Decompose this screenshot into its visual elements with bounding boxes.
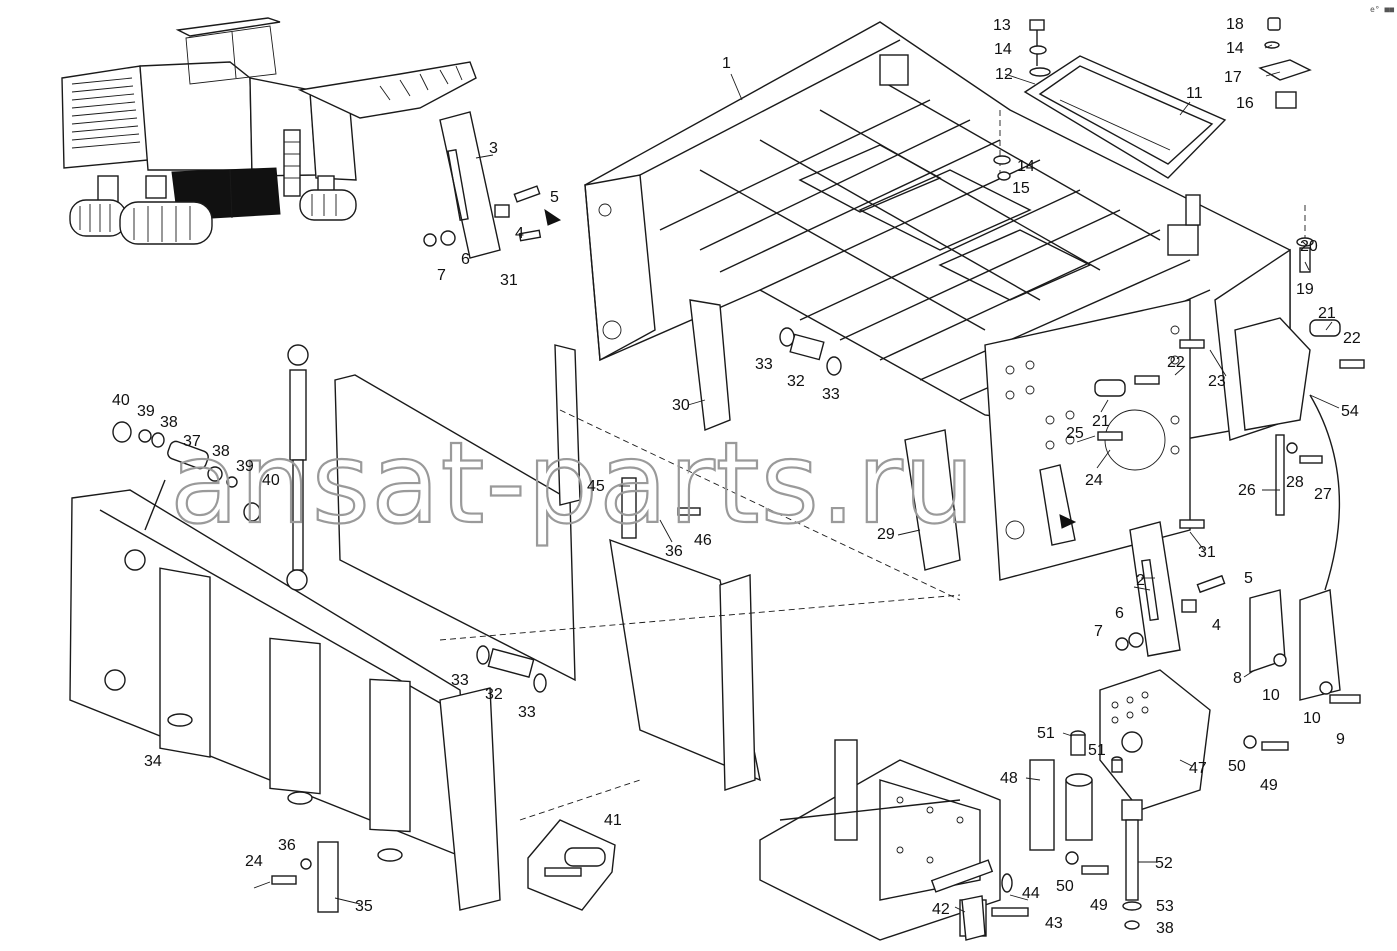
callout-50: 50: [1228, 758, 1246, 775]
hinge-strips: [271, 477, 701, 913]
callout-37: 37: [183, 433, 201, 450]
callout-45: 45: [587, 478, 605, 495]
rear-frame-assembly: [69, 344, 961, 911]
callout-12: 12: [995, 66, 1013, 83]
callout-15: 15: [1012, 180, 1030, 197]
callout-14: 14: [1017, 158, 1035, 175]
callout-40: 40: [112, 392, 130, 409]
callout-31: 31: [1198, 544, 1216, 561]
callout-42: 42: [932, 901, 950, 918]
callout-38: 38: [1156, 920, 1174, 937]
callout-32: 32: [485, 686, 503, 703]
callout-28: 28: [1286, 474, 1304, 491]
callout-10: 10: [1262, 687, 1280, 704]
callout-4: 4: [515, 225, 524, 242]
machine-overview-illustration: [61, 17, 477, 245]
callout-9: 9: [1336, 731, 1345, 748]
callout-33: 33: [755, 356, 773, 373]
callout-35: 35: [355, 898, 373, 915]
callout-29: 29: [877, 526, 895, 543]
callout-43: 43: [1045, 915, 1063, 932]
callout-23: 23: [1208, 373, 1226, 390]
callout-36: 36: [278, 837, 296, 854]
callout-32: 32: [787, 373, 805, 390]
callout-49: 49: [1090, 897, 1108, 914]
callout-40: 40: [262, 472, 280, 489]
callout-labels: 1234455667789101011121314141415161718192…: [112, 16, 1361, 937]
callout-19: 19: [1296, 281, 1314, 298]
callout-21: 21: [1318, 305, 1336, 322]
callout-13: 13: [993, 17, 1011, 34]
callout-11: 11: [1186, 85, 1203, 102]
callout-22: 22: [1343, 330, 1361, 347]
pin-assembly-37: [112, 421, 261, 531]
fasteners-left: [423, 185, 842, 376]
callout-33: 33: [822, 386, 840, 403]
callout-5: 5: [1244, 570, 1253, 587]
mounting-hardware-top: [993, 17, 1314, 273]
side-mount-assembly: [961, 669, 1289, 941]
callout-33: 33: [518, 704, 536, 721]
floor-mat: [1023, 55, 1227, 179]
callout-16: 16: [1236, 95, 1254, 112]
callout-7: 7: [437, 267, 446, 284]
callout-14: 14: [994, 41, 1012, 58]
callout-22: 22: [1167, 354, 1185, 371]
callout-34: 34: [144, 753, 162, 770]
callout-21: 21: [1092, 413, 1110, 430]
callout-3: 3: [489, 140, 498, 157]
callout-30: 30: [672, 397, 690, 414]
callout-39: 39: [137, 403, 155, 420]
callout-6: 6: [461, 251, 470, 268]
callout-51: 51: [1037, 725, 1055, 742]
side-plates: [439, 111, 1181, 657]
callout-39: 39: [236, 458, 254, 475]
leader-lines: [253, 44, 1340, 913]
callout-47: 47: [1189, 760, 1207, 777]
callout-53: 53: [1156, 898, 1174, 915]
callout-46: 46: [694, 532, 712, 549]
end-brackets: [1234, 317, 1361, 704]
callout-14: 14: [1226, 40, 1244, 57]
callout-25: 25: [1066, 425, 1084, 442]
callout-49: 49: [1260, 777, 1278, 794]
callout-18: 18: [1226, 16, 1244, 33]
callout-48: 48: [1000, 770, 1018, 787]
callout-24: 24: [1085, 472, 1103, 489]
callout-6: 6: [1115, 605, 1124, 622]
callout-31: 31: [500, 272, 518, 289]
callout-33: 33: [451, 672, 469, 689]
callout-5: 5: [550, 189, 559, 206]
main-frame: [584, 21, 1291, 581]
callout-52: 52: [1155, 855, 1173, 872]
callout-38: 38: [160, 414, 178, 431]
callout-27: 27: [1314, 486, 1332, 503]
callout-2: 2: [1136, 572, 1145, 589]
callout-8: 8: [1233, 670, 1242, 687]
pin-box-41: [527, 819, 616, 911]
callout-44: 44: [1022, 885, 1040, 902]
callout-51: 51: [1088, 742, 1106, 759]
callout-54: 54: [1341, 403, 1359, 420]
pin-32-lower: [476, 645, 547, 693]
callout-17: 17: [1224, 69, 1242, 86]
callout-7: 7: [1094, 623, 1103, 640]
callout-38: 38: [212, 443, 230, 460]
corner-mark: e° ■■: [1370, 5, 1394, 14]
callout-50: 50: [1056, 878, 1074, 895]
callout-1: 1: [722, 55, 731, 72]
callout-24: 24: [245, 853, 263, 870]
callout-36: 36: [665, 543, 683, 560]
callout-10: 10: [1303, 710, 1321, 727]
hydraulic-cylinder: [286, 344, 309, 591]
callout-20: 20: [1300, 238, 1318, 255]
callout-26: 26: [1238, 482, 1256, 499]
fasteners-right: [1094, 319, 1365, 651]
watermark-text: ansat-parts.ru: [170, 419, 976, 549]
callout-41: 41: [604, 812, 622, 829]
callout-4: 4: [1212, 617, 1221, 634]
